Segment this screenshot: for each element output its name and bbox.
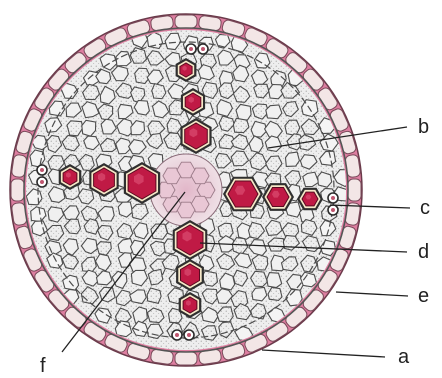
cortex-cell bbox=[268, 288, 282, 301]
leader-e bbox=[336, 292, 408, 296]
cortex-cell bbox=[236, 104, 251, 120]
cortex-cell bbox=[147, 288, 161, 303]
epidermis-cell bbox=[175, 15, 197, 28]
leader-a bbox=[262, 350, 385, 357]
cortex-cell bbox=[286, 152, 300, 166]
cortex-cell bbox=[301, 272, 317, 287]
label-f: f bbox=[40, 355, 46, 377]
label-a: a bbox=[398, 346, 410, 368]
label-e: e bbox=[418, 285, 429, 307]
label-c: c bbox=[420, 197, 430, 219]
cortex-cell bbox=[267, 273, 282, 288]
cortex-cell bbox=[285, 120, 300, 135]
label-d: d bbox=[418, 241, 429, 263]
cortex-cell bbox=[266, 105, 282, 119]
cortex-cell bbox=[318, 172, 332, 187]
cortex-cell bbox=[152, 84, 166, 99]
epidermis-cell bbox=[348, 179, 361, 201]
pith-cell bbox=[197, 182, 215, 198]
epidermis-cell bbox=[11, 179, 24, 201]
epidermis-cell bbox=[175, 352, 197, 365]
pith-cell bbox=[191, 168, 209, 184]
label-b: b bbox=[418, 116, 429, 138]
